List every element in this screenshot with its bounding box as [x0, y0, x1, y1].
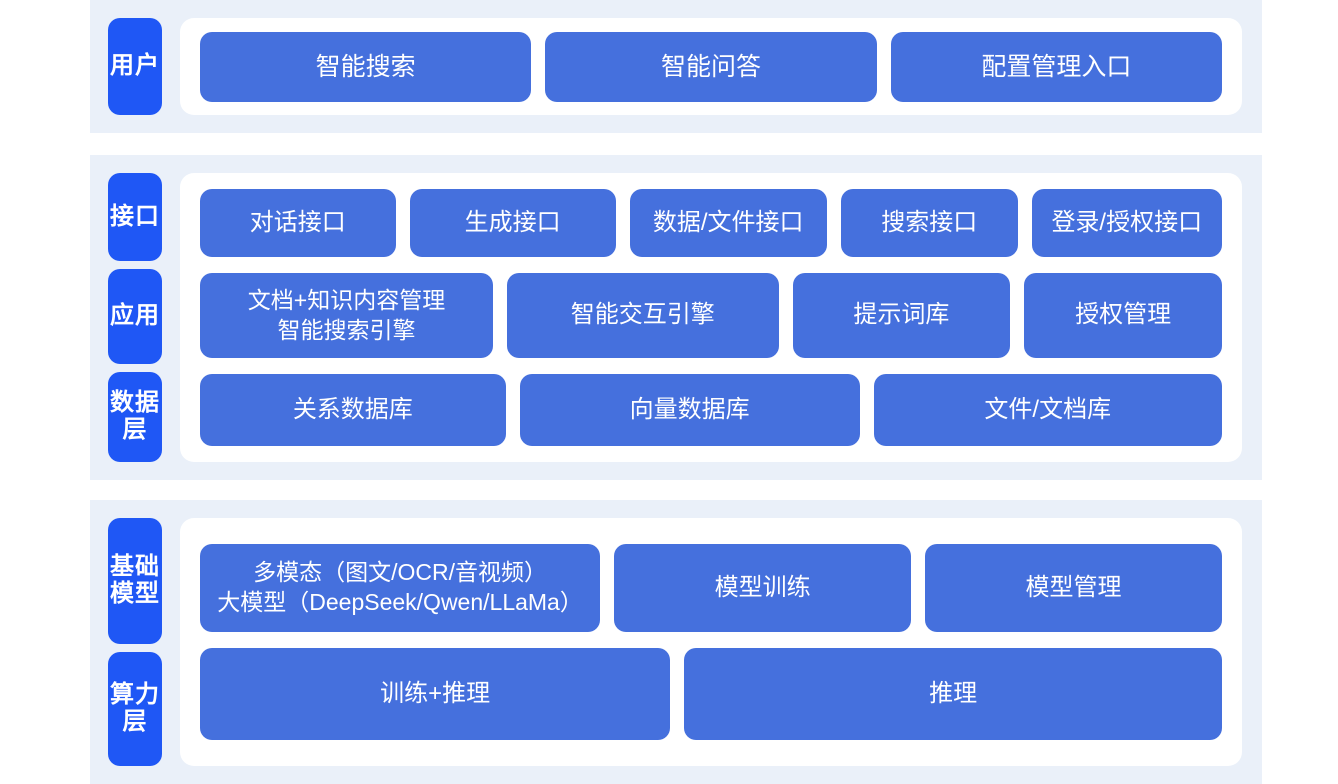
interface-box-data-file-api[interactable]: 数据/文件接口: [629, 189, 827, 257]
layer-panel-infrastructure: 基础模型 算力层 多模态（图文/OCR/音视频） 大模型（DeepSeek/Qw…: [90, 500, 1262, 784]
interface-box-dialog-api[interactable]: 对话接口: [200, 189, 396, 257]
row-user-entries: 智能搜索 智能问答 配置管理入口: [200, 31, 1222, 102]
row-application-entries: 文档+知识内容管理 智能搜索引擎 智能交互引擎 提示词库 授权管理: [200, 273, 1222, 358]
layer-card-middle: 对话接口 生成接口 数据/文件接口 搜索接口 登录/授权接口 文档+知识内容管理…: [180, 173, 1242, 462]
layer-card-user: 智能搜索 智能问答 配置管理入口: [180, 18, 1242, 115]
user-box-smart-search[interactable]: 智能搜索: [200, 31, 532, 102]
compute-box-inference[interactable]: 推理: [684, 648, 1222, 740]
layer-tab-application[interactable]: 应用: [108, 269, 162, 364]
layer-tab-data[interactable]: 数据层: [108, 372, 162, 462]
user-box-smart-qa[interactable]: 智能问答: [545, 31, 877, 102]
application-box-prompt-library[interactable]: 提示词库: [792, 273, 1011, 358]
layer-tab-foundation-model[interactable]: 基础模型: [108, 518, 162, 644]
interface-box-login-auth-api[interactable]: 登录/授权接口: [1031, 189, 1222, 257]
layer-panel-user: 用户 智能搜索 智能问答 配置管理入口: [90, 0, 1262, 133]
layer-card-infrastructure: 多模态（图文/OCR/音视频） 大模型（DeepSeek/Qwen/LLaMa）…: [180, 518, 1242, 766]
layer-tab-interface[interactable]: 接口: [108, 173, 162, 261]
tab-column-infrastructure: 基础模型 算力层: [90, 500, 180, 784]
application-box-interaction-engine[interactable]: 智能交互引擎: [507, 273, 779, 358]
row-interface-entries: 对话接口 生成接口 数据/文件接口 搜索接口 登录/授权接口: [200, 189, 1222, 257]
data-box-vector-database[interactable]: 向量数据库: [519, 374, 860, 446]
layer-panel-middle: 接口 应用 数据层 对话接口 生成接口 数据/文件接口 搜索接口 登录/授权接口…: [90, 155, 1262, 480]
tab-column-user: 用户: [90, 0, 180, 133]
tab-column-middle: 接口 应用 数据层: [90, 155, 180, 480]
data-box-relational-database[interactable]: 关系数据库: [200, 374, 506, 446]
row-compute-entries: 训练+推理 推理: [200, 648, 1222, 740]
model-box-model-management[interactable]: 模型管理: [925, 544, 1222, 632]
application-box-authorization-management[interactable]: 授权管理: [1024, 273, 1222, 358]
application-box-document-knowledge-management[interactable]: 文档+知识内容管理 智能搜索引擎: [200, 273, 494, 358]
compute-box-training-inference[interactable]: 训练+推理: [200, 648, 671, 740]
interface-box-search-api[interactable]: 搜索接口: [840, 189, 1018, 257]
model-box-multimodal-large-model[interactable]: 多模态（图文/OCR/音视频） 大模型（DeepSeek/Qwen/LLaMa）: [200, 544, 601, 632]
user-box-config-management-entry[interactable]: 配置管理入口: [890, 31, 1222, 102]
interface-box-generation-api[interactable]: 生成接口: [409, 189, 616, 257]
row-data-entries: 关系数据库 向量数据库 文件/文档库: [200, 374, 1222, 446]
row-foundation-model-entries: 多模态（图文/OCR/音视频） 大模型（DeepSeek/Qwen/LLaMa）…: [200, 544, 1222, 632]
layer-tab-user[interactable]: 用户: [108, 18, 162, 115]
model-box-model-training[interactable]: 模型训练: [614, 544, 912, 632]
layer-tab-compute[interactable]: 算力层: [108, 652, 162, 766]
data-box-file-document-store[interactable]: 文件/文档库: [873, 374, 1222, 446]
